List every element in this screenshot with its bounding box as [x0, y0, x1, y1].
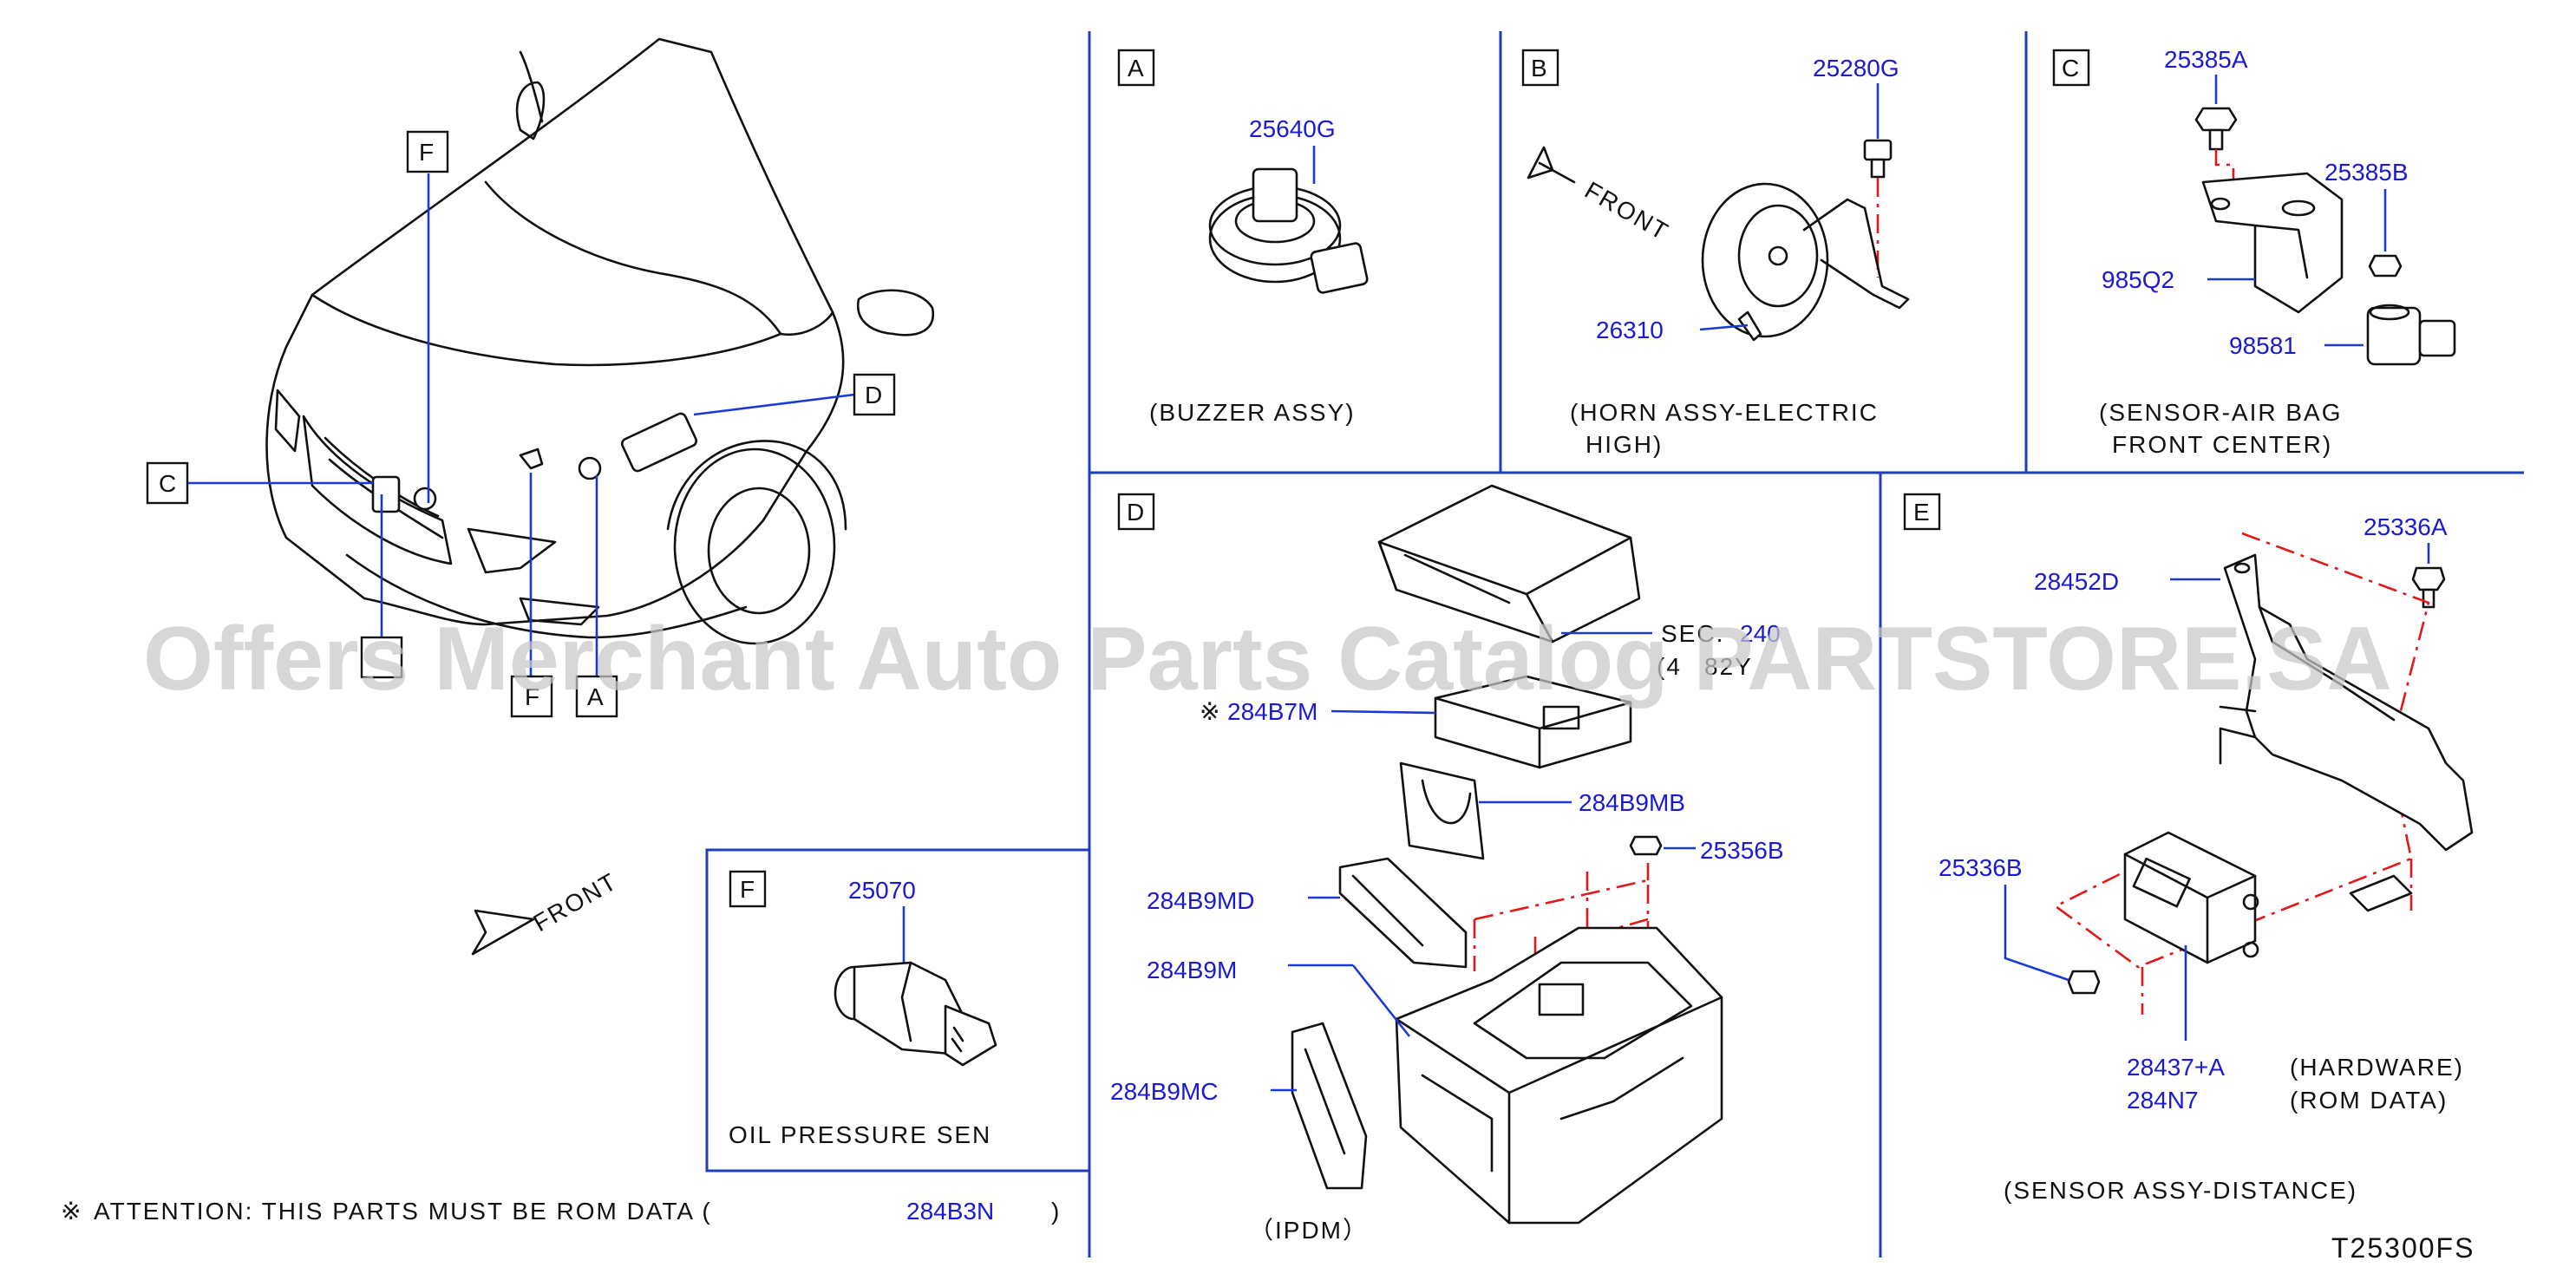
- section-b-box: [1521, 49, 1559, 87]
- overview-front-label: FRONT: [529, 867, 623, 937]
- part-284b9m: 284B9M: [1147, 957, 1237, 983]
- section-a-label: A: [1128, 55, 1144, 82]
- section-d-sec-1: SEC.: [1661, 620, 1724, 647]
- section-b: B FRONT 25280G 26310 (HORN ASSY-ELECTRIC…: [1521, 49, 1910, 458]
- section-e-note-2: (ROM DATA): [2290, 1087, 2448, 1114]
- callout-d-label: D: [865, 382, 882, 408]
- callout-b-box: [406, 130, 449, 173]
- watermark: Offers Merchant Auto Parts Catalog PARTS…: [143, 609, 2392, 709]
- attention-text: ATTENTION: THIS PARTS MUST BE ROM DATA (: [94, 1198, 712, 1225]
- section-b-label: B: [1531, 55, 1547, 82]
- part-25640g: 25640G: [1249, 115, 1336, 142]
- section-f-caption: OIL PRESSURE SEN: [729, 1121, 991, 1148]
- section-c-caption-1: (SENSOR-AIR BAG: [2099, 399, 2342, 426]
- section-a: A 25640G (BUZZER ASSY): [1117, 49, 1369, 426]
- part-28452d: 28452D: [2034, 568, 2119, 595]
- part-25385b: 25385B: [2324, 159, 2409, 186]
- part-284n7: 284N7: [2127, 1087, 2199, 1114]
- callout-d-box: [853, 373, 896, 416]
- section-d-sec-2-end: 82Y: [1704, 653, 1753, 680]
- section-d: D SEC. 240 (4 82Y ※ 284B7M 284B9MB 25356…: [1110, 484, 1784, 1244]
- part-284b9md: 284B9MD: [1147, 887, 1255, 914]
- section-d-mark: ※: [1200, 698, 1221, 725]
- attention-part: 284B3N: [906, 1198, 994, 1225]
- section-f-label: F: [740, 876, 755, 903]
- callout-c-label: C: [159, 470, 176, 497]
- panel-frames: [705, 31, 2524, 1258]
- section-e-label: E: [1913, 499, 1930, 526]
- part-25280g: 25280G: [1813, 55, 1899, 82]
- section-b-caption-2: HIGH): [1585, 431, 1663, 458]
- section-e-box: [1903, 493, 1941, 531]
- section-f-box: [729, 870, 767, 908]
- part-98581: 98581: [2229, 332, 2297, 359]
- section-c-caption-2: FRONT CENTER): [2112, 431, 2332, 458]
- attention-mark: ※: [61, 1198, 82, 1225]
- overview-callouts: F C D F A: [146, 130, 896, 718]
- part-25070: 25070: [848, 877, 916, 904]
- part-28437-a: 28437+A: [2127, 1054, 2225, 1081]
- section-e: E 25336A 28452D 25336B 28437+A 284N7 (HA…: [1903, 493, 2474, 1204]
- part-25336b: 25336B: [1939, 854, 2023, 881]
- section-d-sec-2: (4: [1657, 653, 1682, 680]
- part-284b9mb: 284B9MB: [1579, 789, 1685, 816]
- section-b-caption-1: (HORN ASSY-ELECTRIC: [1570, 399, 1879, 426]
- callout-c-box: [146, 461, 189, 505]
- section-c: C 25385A 25385B 985Q2 98581 (SENSOR-AIR …: [2052, 46, 2456, 458]
- callout-a-label: A: [587, 683, 604, 710]
- section-e-caption: (SENSOR ASSY-DISTANCE): [2004, 1177, 2357, 1204]
- callout-f-label: F: [525, 683, 539, 710]
- part-25356b: 25356B: [1700, 837, 1784, 864]
- part-284b9mc: 284B9MC: [1110, 1078, 1219, 1105]
- callout-f-box: [510, 675, 553, 718]
- part-25336a: 25336A: [2364, 513, 2448, 540]
- section-d-box: [1117, 493, 1155, 531]
- part-25385a: 25385A: [2164, 46, 2248, 73]
- part-26310: 26310: [1596, 317, 1664, 343]
- part-284b7m: 284B7M: [1227, 698, 1317, 725]
- section-c-label: C: [2062, 55, 2079, 82]
- section-d-caption: （IPDM）: [1249, 1217, 1369, 1244]
- section-d-label: D: [1127, 499, 1144, 526]
- section-d-sec-1-num: 240: [1740, 620, 1781, 647]
- callout-e-box: [360, 636, 403, 679]
- section-b-front-label: FRONT: [1580, 176, 1674, 245]
- diagram-code: T25300FS: [2331, 1232, 2475, 1264]
- callout-b-label: F: [419, 139, 434, 166]
- attention-note: ※ ATTENTION: THIS PARTS MUST BE ROM DATA…: [61, 1198, 1061, 1225]
- vehicle-overview: FRONT: [265, 37, 935, 956]
- section-e-note-1: (HARDWARE): [2290, 1054, 2464, 1081]
- section-c-box: [2052, 49, 2090, 87]
- section-f: F 25070 OIL PRESSURE SEN: [729, 870, 997, 1148]
- section-a-box: [1117, 49, 1155, 87]
- attention-close: ): [1051, 1198, 1061, 1225]
- section-a-caption: (BUZZER ASSY): [1149, 399, 1356, 426]
- callout-a-box: [575, 675, 618, 718]
- part-985q2: 985Q2: [2102, 266, 2174, 293]
